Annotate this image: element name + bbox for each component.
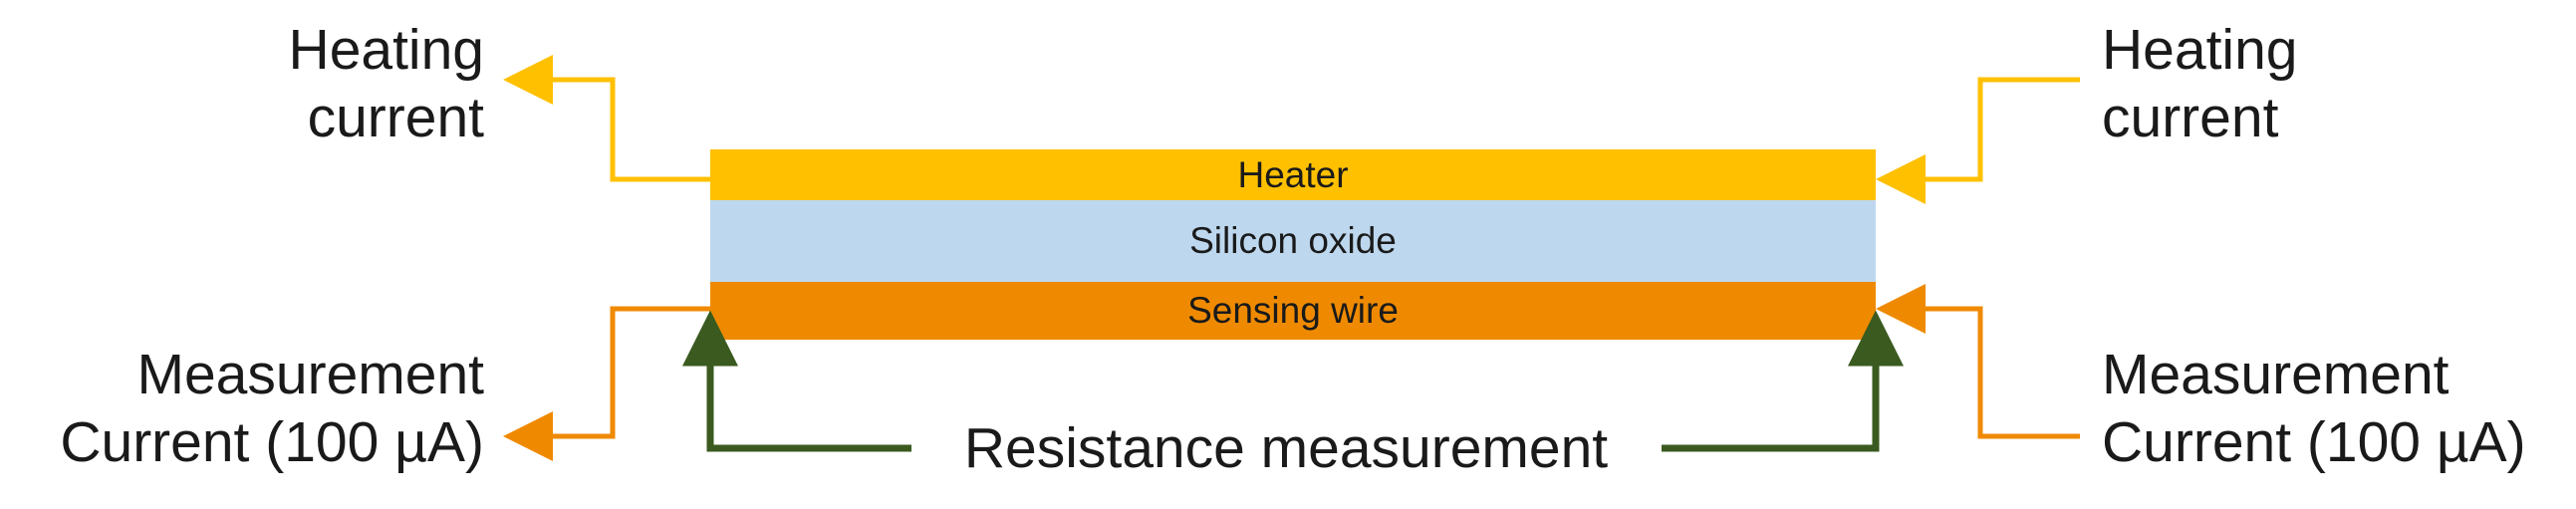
resistance-measurement-label: Resistance measurement xyxy=(963,416,1609,480)
oxide-layer xyxy=(710,200,1876,282)
oxide-label-box: Silicon oxide xyxy=(710,200,1876,282)
heater-label-box: Heater xyxy=(710,149,1876,200)
measurement-current-left-label: Measurement Current (100 µA) xyxy=(60,343,484,474)
measurement-current-left-arrow xyxy=(503,306,710,461)
measurement-current-right-arrow xyxy=(1876,284,2080,439)
oxide-label: Silicon oxide xyxy=(1189,220,1397,261)
resistance-right-arrow xyxy=(1662,310,1904,452)
heating-current-right-label: Heating current xyxy=(2102,18,2298,149)
sensing-label: Sensing wire xyxy=(1187,290,1399,331)
heater-layer xyxy=(710,149,1876,200)
heating-current-right-arrow xyxy=(1876,77,2080,204)
heating-current-left-label: Heating current xyxy=(288,18,484,149)
heating-current-left-arrow xyxy=(503,55,710,182)
resistance-left-arrow xyxy=(682,310,911,452)
measurement-current-right-label: Measurement Current (100 µA) xyxy=(2102,343,2526,474)
sensing-wire-layer xyxy=(710,282,1876,340)
heater-label: Heater xyxy=(1237,153,1349,195)
sensing-label-box: Sensing wire xyxy=(710,282,1876,340)
